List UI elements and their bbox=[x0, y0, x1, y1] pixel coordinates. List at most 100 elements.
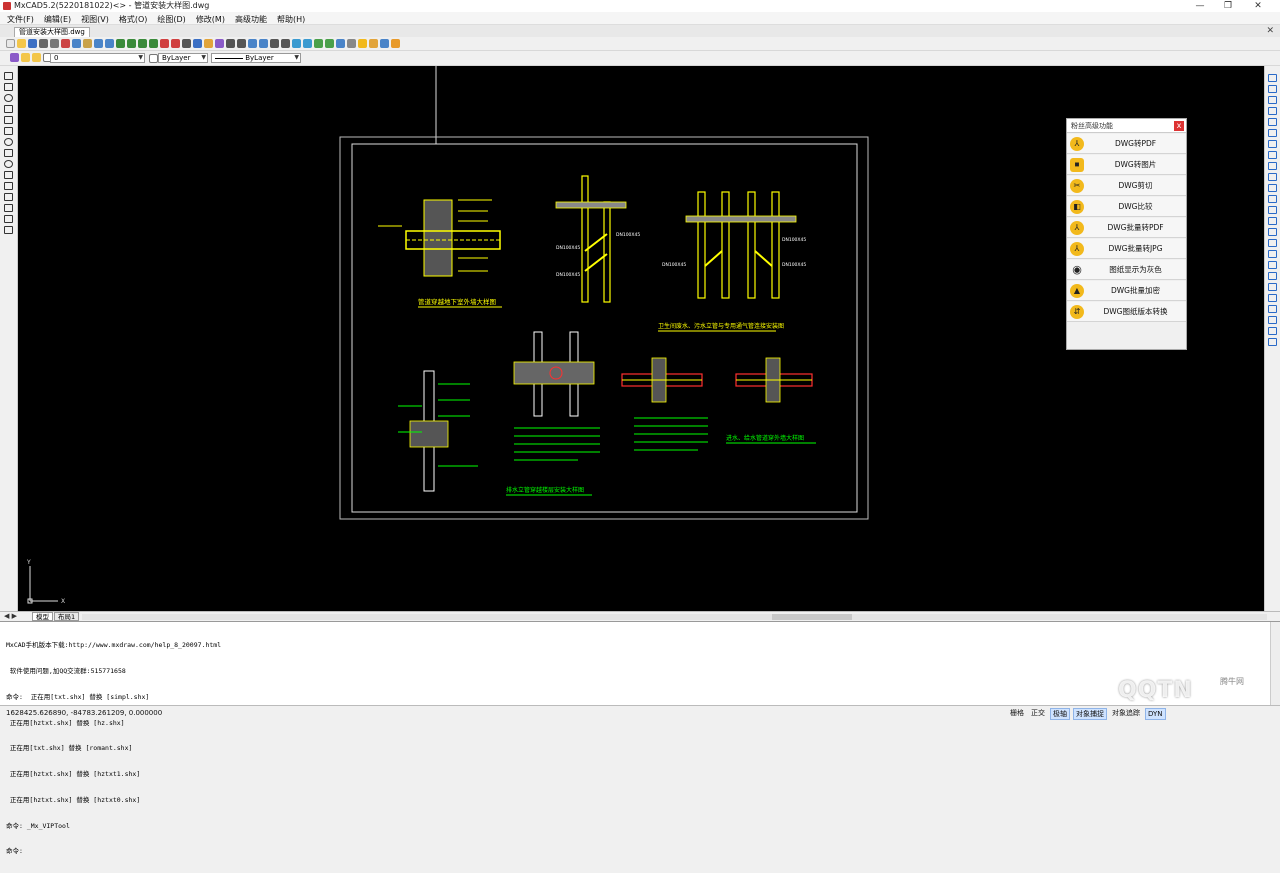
properties-tool-icon[interactable] bbox=[1268, 327, 1277, 335]
command-window[interactable]: MxCAD手机版本下载:http://www.mxdraw.com/help_8… bbox=[0, 621, 1280, 855]
panel-item-batch-jpg[interactable]: ⅄ DWG批量转JPG bbox=[1067, 239, 1186, 259]
pedit-tool-icon[interactable] bbox=[1268, 261, 1277, 269]
toggle-dyn[interactable]: DYN bbox=[1145, 708, 1166, 720]
redo-icon[interactable] bbox=[105, 39, 114, 48]
panel-item-dwg-to-pdf[interactable]: ⅄ DWG转PDF bbox=[1067, 134, 1186, 154]
scrollbar-thumb[interactable] bbox=[772, 614, 852, 620]
text-icon[interactable] bbox=[270, 39, 279, 48]
toggle-polar[interactable]: 极轴 bbox=[1050, 708, 1070, 720]
rectangle-tool-icon[interactable] bbox=[4, 116, 13, 124]
polygon-tool-icon[interactable] bbox=[4, 105, 13, 113]
insert-icon[interactable] bbox=[248, 39, 257, 48]
zoom-out-icon[interactable] bbox=[171, 39, 180, 48]
chamfer-tool-icon[interactable] bbox=[1268, 206, 1277, 214]
hatch-tool-icon[interactable] bbox=[4, 193, 13, 201]
command-input[interactable]: 命令: bbox=[6, 847, 23, 856]
menu-help[interactable]: 帮助(H) bbox=[276, 15, 306, 24]
menu-advanced[interactable]: 高级功能 bbox=[234, 15, 267, 24]
break-tool-icon[interactable] bbox=[1268, 195, 1277, 203]
block-tool-icon[interactable] bbox=[4, 182, 13, 190]
paste-icon[interactable] bbox=[83, 39, 92, 48]
menu-edit[interactable]: 编辑(E) bbox=[43, 15, 72, 24]
document-tab[interactable]: 管道安装大样图.dwg bbox=[14, 27, 90, 37]
mtext-tool-icon[interactable] bbox=[4, 215, 13, 223]
measure-icon[interactable] bbox=[193, 39, 202, 48]
layer-tool-icon[interactable] bbox=[1268, 338, 1277, 346]
undo-icon[interactable] bbox=[94, 39, 103, 48]
panel-item-batch-pdf[interactable]: ⅄ DWG批量转PDF bbox=[1067, 218, 1186, 238]
share-icon[interactable] bbox=[325, 39, 334, 48]
menu-view[interactable]: 视图(V) bbox=[81, 15, 109, 24]
tab-model[interactable]: 模型 bbox=[32, 612, 53, 621]
redraw-icon[interactable] bbox=[182, 39, 191, 48]
layer-select[interactable]: 0 ▼ bbox=[50, 53, 145, 63]
new-file-icon[interactable] bbox=[6, 39, 15, 48]
image-icon[interactable] bbox=[259, 39, 268, 48]
lineweight-select[interactable]: ByLayer ▼ bbox=[211, 53, 301, 63]
mirror-tool-icon[interactable] bbox=[1268, 96, 1277, 104]
panel-item-batch-encrypt[interactable]: ▲ DWG批量加密 bbox=[1067, 281, 1186, 301]
linetype-select[interactable]: ByLayer ▼ bbox=[158, 53, 208, 63]
explode-tool-icon[interactable] bbox=[1268, 228, 1277, 236]
pdf-export-icon[interactable] bbox=[358, 39, 367, 48]
properties-icon[interactable] bbox=[204, 39, 213, 48]
zoom-realtime-icon[interactable] bbox=[127, 39, 136, 48]
arc-tool-icon[interactable] bbox=[4, 127, 13, 135]
circle-tool-icon[interactable] bbox=[4, 94, 13, 102]
block-icon[interactable] bbox=[237, 39, 246, 48]
tab-layout1[interactable]: 布局1 bbox=[54, 612, 80, 621]
match-icon[interactable] bbox=[226, 39, 235, 48]
menu-modify[interactable]: 修改(M) bbox=[195, 15, 225, 24]
lengthen-tool-icon[interactable] bbox=[1268, 250, 1277, 258]
minimize-button[interactable]: — bbox=[1195, 1, 1205, 11]
measure-tool-icon[interactable] bbox=[1268, 294, 1277, 302]
color-swatch-icon[interactable] bbox=[149, 54, 158, 63]
panel-item-dwg-compare[interactable]: ◧ DWG比较 bbox=[1067, 197, 1186, 217]
vip-tool-icon[interactable] bbox=[391, 39, 400, 48]
menu-draw[interactable]: 绘图(D) bbox=[157, 15, 186, 24]
ellipse-tool-icon[interactable] bbox=[4, 160, 13, 168]
pencil-icon[interactable] bbox=[369, 39, 378, 48]
array-tool-icon[interactable] bbox=[1268, 118, 1277, 126]
open-file-icon[interactable] bbox=[17, 39, 26, 48]
circle-center-tool-icon[interactable] bbox=[4, 138, 13, 146]
panel-item-gray-display[interactable]: ◉ 图纸显示为灰色 bbox=[1067, 260, 1186, 280]
table-icon[interactable] bbox=[303, 39, 312, 48]
leader-tool-icon[interactable] bbox=[1268, 316, 1277, 324]
menu-file[interactable]: 文件(F) bbox=[7, 15, 34, 24]
point-tool-icon[interactable] bbox=[4, 171, 13, 179]
close-tab-icon[interactable]: ✕ bbox=[1266, 26, 1274, 36]
hatch-icon[interactable] bbox=[281, 39, 290, 48]
move-tool-icon[interactable] bbox=[1268, 129, 1277, 137]
print-setup-icon[interactable] bbox=[380, 39, 389, 48]
line-tool-icon[interactable] bbox=[4, 72, 13, 80]
panel-close-button[interactable]: x bbox=[1174, 121, 1184, 131]
layer-freeze-icon[interactable] bbox=[32, 53, 41, 62]
layer-icon[interactable] bbox=[10, 53, 19, 62]
save-icon[interactable] bbox=[28, 39, 37, 48]
help-icon[interactable] bbox=[336, 39, 345, 48]
pan-icon[interactable] bbox=[116, 39, 125, 48]
scale-tool-icon[interactable] bbox=[1268, 151, 1277, 159]
rotate-tool-icon[interactable] bbox=[1268, 140, 1277, 148]
tab-nav-arrows[interactable]: ◀ ▶ bbox=[4, 612, 17, 620]
join-tool-icon[interactable] bbox=[1268, 239, 1277, 247]
menu-format[interactable]: 格式(O) bbox=[118, 15, 148, 24]
text-tool-icon[interactable] bbox=[4, 204, 13, 212]
drawing-canvas[interactable]: 管道穿越地下室外墙大样图 DN100X45 DN100X45 DN100X45 … bbox=[18, 66, 1264, 611]
dimension-tool-icon[interactable] bbox=[1268, 305, 1277, 313]
polyline-tool-icon[interactable] bbox=[4, 83, 13, 91]
cut-icon[interactable] bbox=[61, 39, 70, 48]
panel-item-dwg-cut[interactable]: ✂ DWG剪切 bbox=[1067, 176, 1186, 196]
preview-icon[interactable] bbox=[50, 39, 59, 48]
print-icon[interactable] bbox=[39, 39, 48, 48]
table-tool-icon[interactable] bbox=[4, 226, 13, 234]
stretch-tool-icon[interactable] bbox=[1268, 162, 1277, 170]
cloud-icon[interactable] bbox=[314, 39, 323, 48]
close-button[interactable]: ✕ bbox=[1254, 1, 1262, 11]
zoom-in-icon[interactable] bbox=[160, 39, 169, 48]
layer-on-icon[interactable] bbox=[21, 53, 30, 62]
trim-tool-icon[interactable] bbox=[1268, 173, 1277, 181]
toggle-osnap[interactable]: 对象捕捉 bbox=[1073, 708, 1107, 720]
copy-icon[interactable] bbox=[72, 39, 81, 48]
